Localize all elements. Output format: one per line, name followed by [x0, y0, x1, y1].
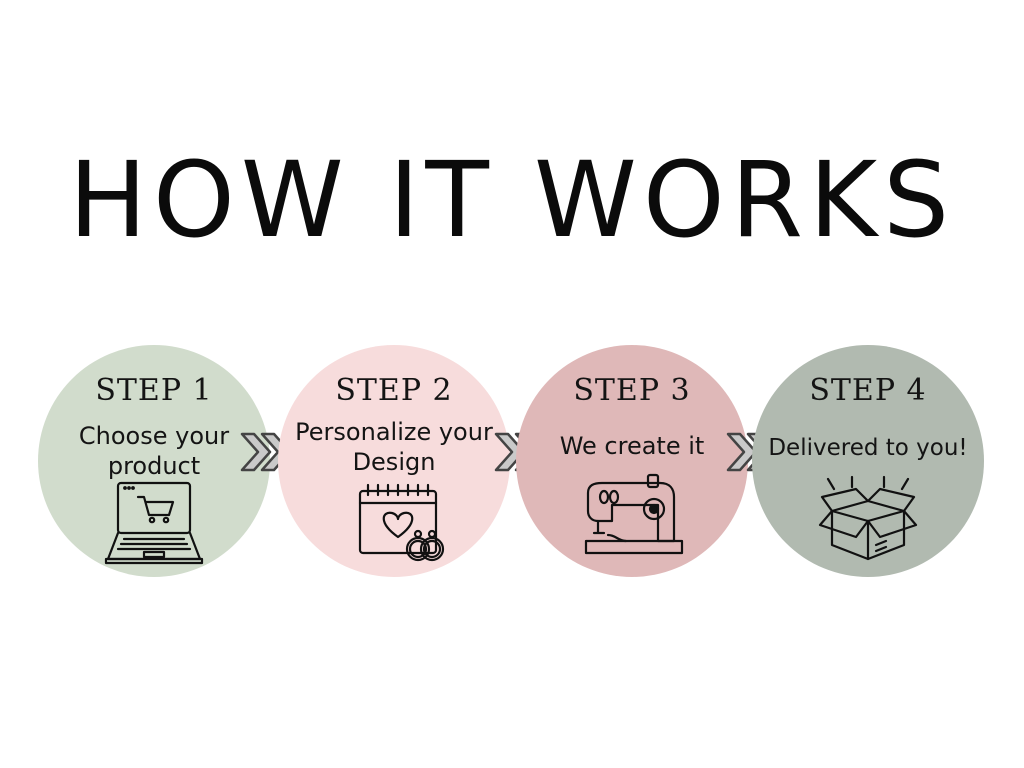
laptop-cart-icon: [104, 481, 204, 565]
step-3-title: STEP 3: [573, 373, 691, 408]
step-1-title: STEP 1: [95, 373, 213, 408]
page-title: HOW IT WORKS: [68, 139, 956, 261]
step-4-circle: STEP 4 Delivered to you!: [752, 345, 984, 577]
sewing-machine-icon: [584, 473, 684, 555]
calendar-heart-rings-icon: [358, 483, 445, 562]
step-3-description: We create it: [559, 432, 705, 460]
step-2-title: STEP 2: [335, 373, 453, 408]
open-box-icon: [818, 475, 918, 561]
step-1-circle: STEP 1 Choose your product: [38, 345, 270, 577]
step-4-description: Delivered to you!: [768, 435, 968, 461]
step-4-title: STEP 4: [809, 373, 927, 408]
step-2-circle: STEP 2 Personalize your Design: [278, 345, 510, 577]
step-1-description: Choose your product: [78, 422, 230, 480]
step-3-circle: STEP 3 We create it: [516, 345, 748, 577]
step-2-description: Personalize your Design: [295, 418, 493, 476]
